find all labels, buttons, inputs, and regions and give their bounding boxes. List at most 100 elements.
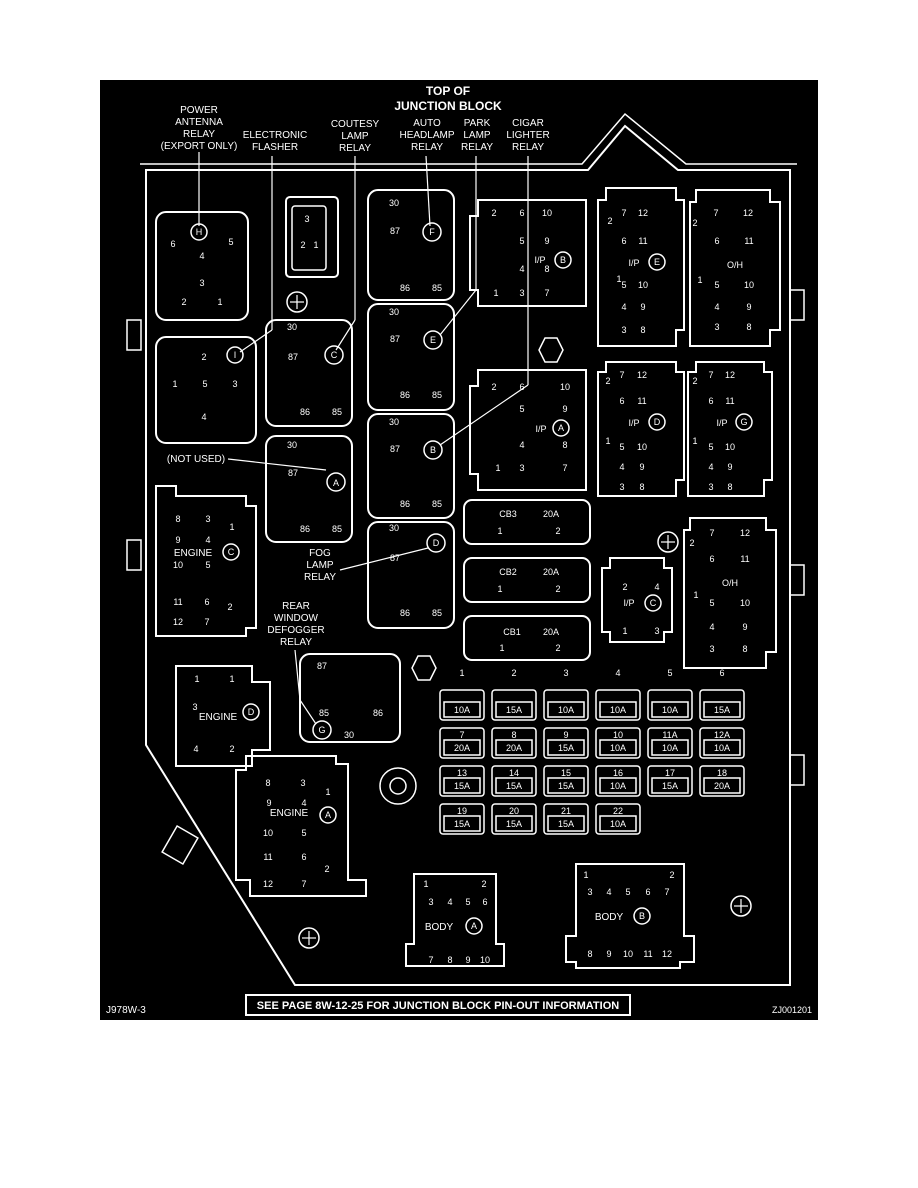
fuse-rating: 10A — [610, 781, 626, 791]
fuse-slot — [543, 765, 589, 797]
svg-text:11: 11 — [643, 949, 652, 959]
body-a-label: BODY — [425, 922, 454, 933]
svg-text:RELAY: RELAY — [280, 637, 312, 648]
side-tab — [789, 564, 805, 596]
engine-a-label: ENGINE — [270, 808, 309, 819]
svg-text:4: 4 — [519, 264, 524, 274]
fuse-slot — [595, 727, 641, 759]
title-line-2: JUNCTION BLOCK — [394, 99, 502, 113]
svg-text:86: 86 — [300, 407, 310, 417]
svg-text:1: 1 — [172, 379, 177, 389]
svg-text:5: 5 — [619, 442, 624, 452]
svg-text:4: 4 — [714, 302, 719, 312]
fuse-rating: 10A — [610, 705, 626, 715]
fuse-rating: 15A — [454, 819, 470, 829]
svg-text:7: 7 — [621, 208, 626, 218]
fuse-rating: 10A — [610, 819, 626, 829]
fuse-column-number: 6 — [719, 668, 724, 678]
relay-letter-c: C — [331, 350, 338, 360]
svg-text:3: 3 — [587, 887, 592, 897]
fuse-number: 18 — [717, 768, 727, 778]
svg-text:10: 10 — [480, 955, 490, 965]
svg-text:RELAY: RELAY — [411, 142, 443, 153]
svg-text:I/P: I/P — [628, 258, 639, 268]
svg-text:LIGHTER: LIGHTER — [506, 130, 549, 141]
svg-text:85: 85 — [319, 708, 329, 718]
svg-text:2: 2 — [201, 352, 206, 362]
body-b-label: BODY — [595, 912, 624, 923]
fuse-number: 16 — [613, 768, 623, 778]
callout-electronic-flasher: ELECTRONIC FLASHER — [243, 130, 307, 153]
svg-text:5: 5 — [202, 379, 207, 389]
fuse-slot — [699, 727, 745, 759]
fuse-body — [651, 739, 689, 756]
svg-text:2: 2 — [227, 602, 232, 612]
fuse-body — [599, 701, 637, 718]
svg-text:9: 9 — [606, 949, 611, 959]
svg-text:CIGAR: CIGAR — [512, 118, 544, 129]
figure-id: J978W-3 — [106, 1005, 146, 1016]
callout-rear-window-defogger-relay: REAR WINDOW DEFOGGER RELAY — [267, 601, 324, 648]
callout-auto-headlamp-relay: AUTO HEADLAMP RELAY — [399, 118, 454, 153]
fuse-body — [651, 701, 689, 718]
svg-text:3: 3 — [304, 214, 309, 224]
relay-letter-e: E — [430, 335, 436, 345]
svg-text:87: 87 — [288, 352, 298, 362]
svg-text:12: 12 — [662, 949, 672, 959]
svg-text:1: 1 — [493, 288, 498, 298]
svg-text:2: 2 — [181, 297, 186, 307]
svg-text:8: 8 — [544, 264, 549, 274]
svg-text:6: 6 — [645, 887, 650, 897]
fuse-body — [547, 739, 585, 756]
svg-text:30: 30 — [344, 730, 354, 740]
relay-letter-g: G — [318, 725, 325, 735]
relay-f-auto-headlamp: F 30 87 86 85 — [367, 189, 455, 301]
fuse-body — [495, 701, 533, 718]
fuse-number: 7 — [459, 730, 464, 740]
svg-text:7: 7 — [713, 208, 718, 218]
svg-text:9: 9 — [266, 798, 271, 808]
svg-text:6: 6 — [621, 236, 626, 246]
svg-text:2: 2 — [622, 582, 627, 592]
svg-text:6: 6 — [519, 382, 524, 392]
svg-text:30: 30 — [287, 322, 297, 332]
svg-text:10: 10 — [173, 560, 183, 570]
svg-text:I/P: I/P — [534, 255, 545, 265]
svg-text:3: 3 — [300, 778, 305, 788]
svg-text:I/P: I/P — [716, 418, 727, 428]
relay-e-park-lamp: E 30 87 86 85 — [367, 303, 455, 411]
svg-text:2: 2 — [692, 376, 697, 386]
fuse-column-number: 4 — [615, 668, 620, 678]
svg-text:9: 9 — [544, 236, 549, 246]
fuse-rating: 10A — [662, 705, 678, 715]
svg-text:85: 85 — [332, 407, 342, 417]
svg-text:2: 2 — [669, 870, 674, 880]
svg-text:8: 8 — [447, 955, 452, 965]
engine-d-label: ENGINE — [199, 712, 238, 723]
fuse-number: 20 — [509, 806, 519, 816]
svg-text:87: 87 — [390, 444, 400, 454]
screw-icon — [298, 531, 752, 949]
footer-note: SEE PAGE 8W-12-25 FOR JUNCTION BLOCK PIN… — [257, 1000, 619, 1012]
outline-top-edge — [140, 112, 797, 165]
svg-text:RELAY: RELAY — [304, 572, 336, 583]
relay-letter-d: D — [433, 538, 440, 548]
fuse-body — [495, 777, 533, 794]
svg-text:10: 10 — [263, 828, 273, 838]
svg-text:30: 30 — [389, 307, 399, 317]
fuse-body — [443, 815, 481, 832]
svg-text:O/H: O/H — [722, 578, 738, 588]
engine-c-label: ENGINE — [174, 548, 213, 559]
svg-text:3: 3 — [619, 482, 624, 492]
relay-letter-a: A — [333, 478, 339, 488]
svg-text:2: 2 — [555, 643, 560, 653]
svg-text:4: 4 — [709, 622, 714, 632]
svg-text:B: B — [639, 911, 645, 921]
fuse-rating: 15A — [506, 819, 522, 829]
svg-text:LAMP: LAMP — [463, 130, 491, 141]
fuse-body — [547, 815, 585, 832]
svg-text:7: 7 — [664, 887, 669, 897]
